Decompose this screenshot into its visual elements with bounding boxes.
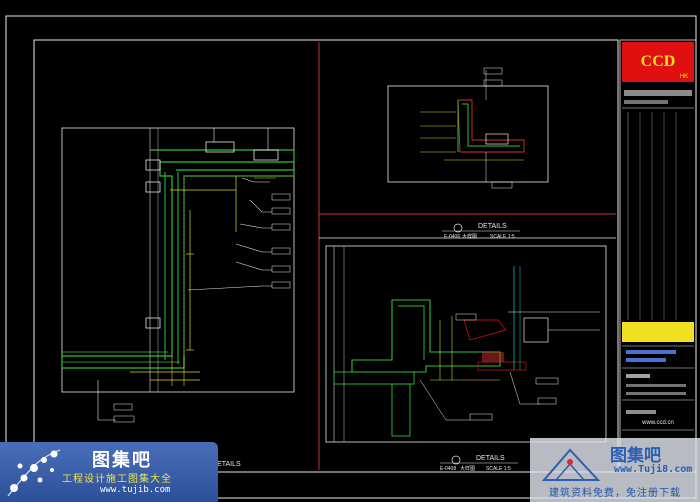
panel-title-details-left: DETAILS <box>212 461 241 468</box>
panel-scale-top: SCALE 1:5 <box>490 234 515 240</box>
title-block-yellow-band <box>622 322 694 342</box>
watermark-left-title: 图集吧 <box>92 450 152 471</box>
watermark-left: 图集吧 工程设计施工图集大全 www.tujib.com <box>0 442 218 502</box>
watermark-right-url[interactable]: www.Tuji8.com <box>614 464 693 475</box>
panel-code-bottom: E-0408 <box>440 466 456 472</box>
bottom-right-detail-drawing <box>325 245 607 443</box>
panel-subtitle-bottom: 大样图 <box>460 465 475 472</box>
top-right-detail-drawing <box>387 67 549 189</box>
sheet-inner-frame <box>33 39 619 473</box>
bottom-right-panel-title: DETAILS E-0408 大样图 SCALE 1:5 <box>440 455 518 472</box>
title-block <box>619 39 697 473</box>
house-logo-icon <box>541 448 601 481</box>
left-detail-annotations <box>113 177 291 423</box>
watermark-right: 图集吧 www.Tuji8.com 建筑资料免费，免注册下载 <box>530 438 700 502</box>
title-block-logo-bg <box>622 42 694 82</box>
watermark-left-url[interactable]: www.tujib.com <box>100 485 171 495</box>
watermark-right-title: 图集吧 <box>610 446 661 466</box>
panel-code-top: E-0406 <box>444 234 460 240</box>
title-block-logo-sub: HK <box>680 74 688 80</box>
watermark-left-subtitle: 工程设计施工图集大全 <box>62 474 172 485</box>
panel-title-details-top: DETAILS <box>478 223 507 230</box>
panel-subtitle-top: 大样图 <box>462 233 477 240</box>
left-detail-drawing <box>61 127 295 421</box>
top-right-panel-title: DETAILS E-0406 大样图 SCALE 1:5 <box>442 223 520 240</box>
sheet-frame <box>5 15 697 499</box>
plum-blossom-icon <box>7 449 61 497</box>
watermark-right-slogan: 建筑资料免费，免注册下载 <box>549 488 681 499</box>
title-block-logo: CCD <box>641 53 676 70</box>
panel-title-details-bottom: DETAILS <box>476 455 505 462</box>
panel-scale-bottom: SCALE 1:5 <box>486 466 511 472</box>
title-block-footer: www.ccd.cn <box>641 420 674 426</box>
